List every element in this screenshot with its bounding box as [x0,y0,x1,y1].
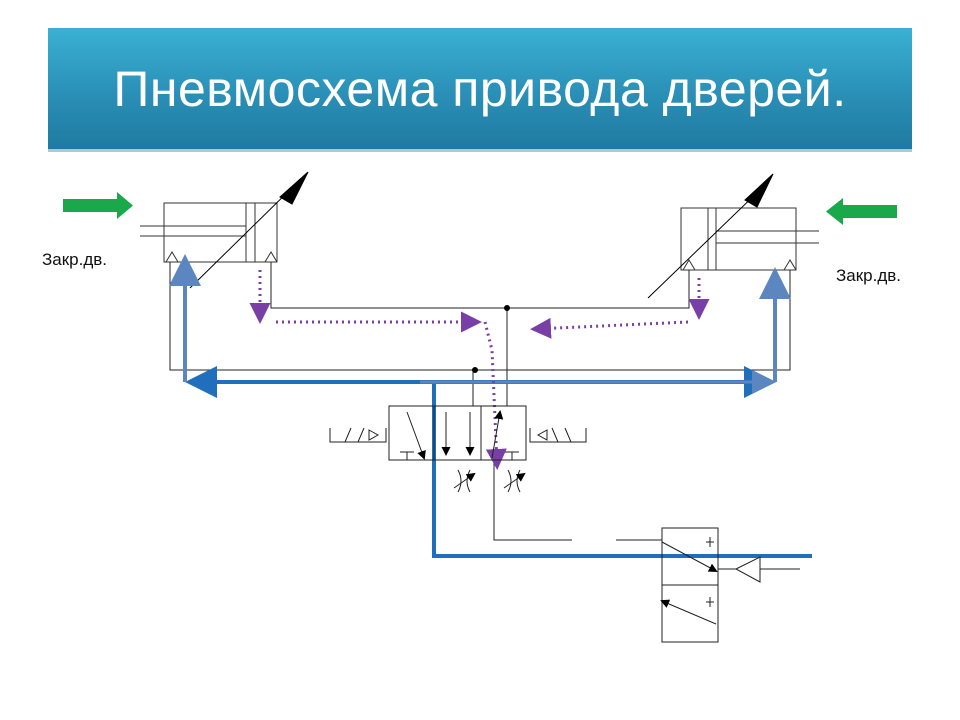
left-cylinder-label: Закр.дв. [42,250,108,269]
left-door-arrow [63,192,133,219]
supply-line [185,366,812,558]
main-valve [329,405,587,461]
lower-valve [660,527,761,643]
title-bar: Пневмосхема привода дверей. [48,28,912,152]
left-cylinder [140,171,309,289]
signal-flow-arrows [249,270,710,470]
right-cylinder [647,173,819,299]
junction-dot [504,305,510,311]
right-cylinder-label: Закр.дв. [836,266,902,285]
page-title: Пневмосхема привода дверей. [113,61,847,117]
control-lines [169,262,800,570]
throttle-valves [453,469,526,493]
exhaust-lines [169,254,791,394]
junction-dot [472,367,478,373]
right-door-arrow [826,198,897,225]
